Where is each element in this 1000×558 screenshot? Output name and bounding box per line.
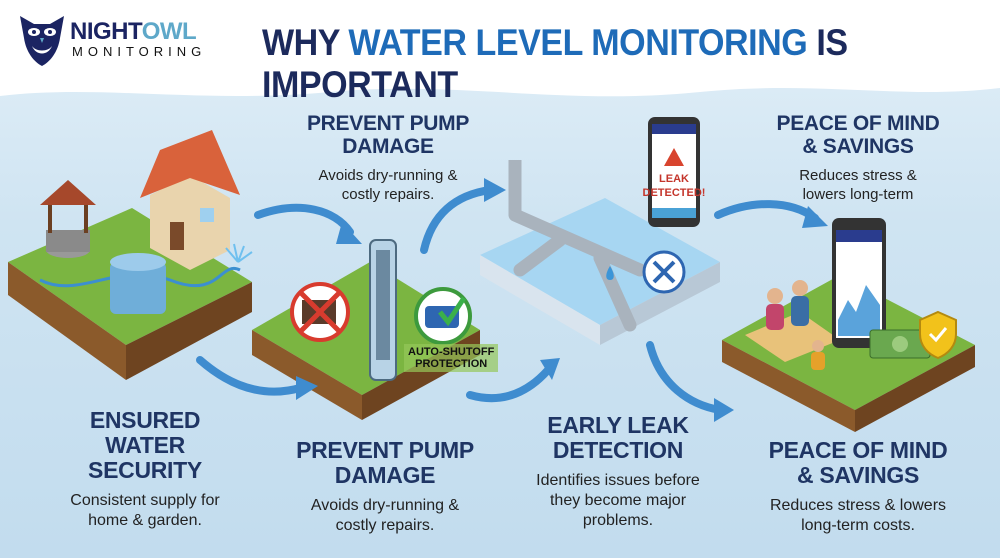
family-icon [766,280,825,370]
header-band [0,0,1000,97]
block-heading: PEACE OF MIND & SAVINGS [776,112,940,158]
smartphone-leak-alert: LEAK DETECTED! [643,117,706,227]
arrowheads [296,178,828,422]
block-text: Consistent supply for home & garden. [70,492,220,529]
shield-icon [919,310,957,360]
arrow-icon [714,200,819,222]
warning-icon [664,148,684,166]
smartphone-chart [832,218,886,348]
logo-subtitle: MONITORING [72,44,207,59]
arrow-icon [420,186,494,254]
arrow-icon [196,356,304,396]
block-heading: EARLY LEAK DETECTION [547,412,689,463]
bottom-block-security: ENSURED WATER SECURITY Consistent supply… [25,408,265,531]
block-heading: ENSURED WATER SECURITY [88,407,202,483]
phone-alert-line2: DETECTED! [643,187,706,199]
top-block-peace: PEACE OF MIND & SAVINGS Reduces stress &… [738,112,978,204]
bottom-block-pump: PREVENT PUMP DAMAGE Avoids dry-running &… [265,438,505,536]
block-heading: PREVENT PUMP DAMAGE [296,437,474,488]
block-text: Avoids dry-running & costly repairs. [318,167,458,203]
block-heading: PREVENT PUMP DAMAGE [306,112,470,158]
prohibited-icon [290,282,350,342]
checkmark-icon [414,287,472,345]
block-text: Avoids dry-running & costly repairs. [310,497,460,534]
house-icon [140,130,240,270]
water-tank-icon [110,253,166,314]
phone-alert-line1: LEAK [659,173,689,185]
wrench-icon [642,250,686,294]
block-text: Reduces stress & lowers long-term costs. [769,497,947,534]
bottom-block-leak: EARLY LEAK DETECTION Identifies issues b… [498,413,738,531]
block-heading: PEACE OF MIND & SAVINGS [768,437,948,488]
arrow-icon [646,341,724,414]
tile-leak [480,160,720,345]
brand-logo: NIGHTOWL MONITORING [18,12,238,68]
bottom-block-peace: PEACE OF MIND & SAVINGS Reduces stress &… [738,438,978,536]
block-text: Identifies issues before they become maj… [536,472,700,529]
page-title: WHY WATER LEVEL MONITORING IS IMPORTANT [262,22,848,105]
well-icon [40,180,96,258]
sprinkler-icon [225,243,253,263]
arrow-icon [254,203,354,236]
owl-logo-icon [20,16,64,66]
logo-wordmark: NIGHTOWL [70,18,197,45]
top-block-pump: PREVENT PUMP DAMAGE Avoids dry-running &… [268,112,508,204]
money-icon [869,329,931,359]
arrow-icon [466,366,552,403]
block-text: Reduces stress & lowers long-term [799,167,917,203]
